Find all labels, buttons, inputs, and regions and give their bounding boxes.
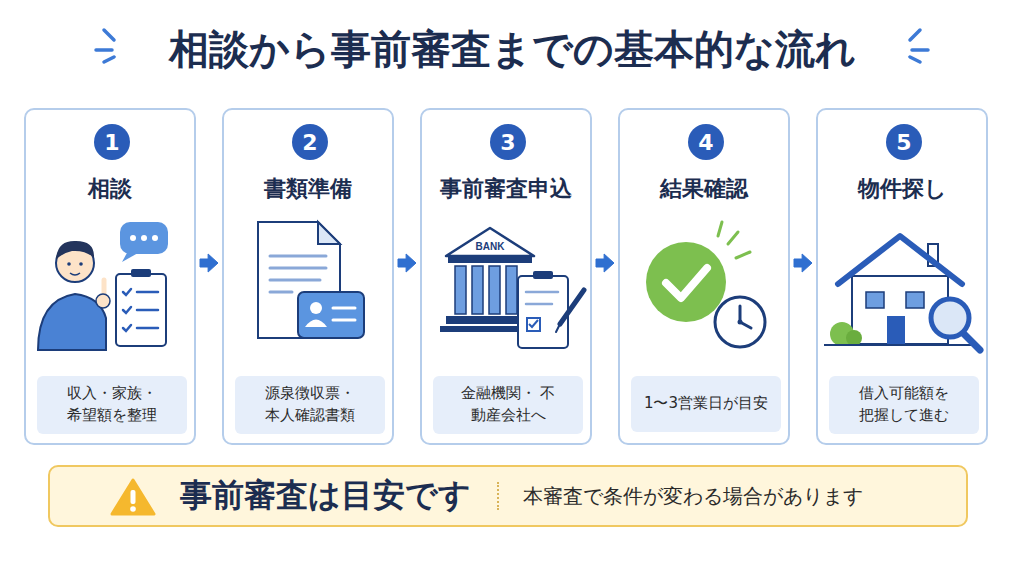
flow-arrow: [200, 254, 218, 272]
bank-sign-label: BANK: [474, 241, 506, 252]
flow-arrow: [596, 254, 614, 272]
notice-heading: 事前審査は目安です: [180, 474, 471, 518]
step-number: 4: [698, 130, 713, 155]
step-caption: 源泉徴収票・ 本人確認書類: [260, 383, 360, 427]
step-number-circle: 5: [886, 124, 922, 160]
step-card: 相談 1 収入・家族・ 希望額を整理: [24, 108, 196, 445]
step-heading: 物件探し: [818, 174, 986, 204]
step-number: 3: [500, 130, 515, 155]
consult-icon: [38, 222, 168, 350]
step-heading: 結果確認: [620, 174, 788, 204]
result-icon: [646, 222, 765, 347]
step-card: 事前審査申込 3 金融機関・ 不動産会社へ: [420, 108, 592, 445]
step-caption: 1〜3営業日が目安: [644, 393, 768, 415]
documents-icon: [258, 222, 364, 338]
flow-arrow: [794, 254, 812, 272]
step-caption-box: 源泉徴収票・ 本人確認書類: [235, 376, 385, 434]
step-number: 1: [104, 130, 119, 155]
step-number: 5: [896, 130, 911, 155]
step-caption-box: 金融機関・ 不動産会社へ: [433, 376, 583, 434]
step-heading: 相談: [26, 174, 194, 204]
step-card: 物件探し 5 借入可能額を 把握して進む: [816, 108, 988, 445]
step-caption-box: 収入・家族・ 希望額を整理: [37, 376, 187, 434]
step-card: 書類準備 2 源泉徴収票・ 本人確認書類: [222, 108, 394, 445]
flow-arrow: [398, 254, 416, 272]
step-number-circle: 3: [490, 124, 526, 160]
house-search-icon: [824, 236, 980, 350]
step-number-circle: 1: [94, 124, 130, 160]
step-heading: 事前審査申込: [422, 174, 590, 204]
title: 相談から事前審査までの基本的な流れ: [0, 22, 1024, 77]
step-card: 結果確認 4 1〜3営業日が目安: [618, 108, 790, 445]
notice-text: 本審査で条件が変わる場合があります: [497, 482, 863, 510]
step-number-circle: 2: [292, 124, 328, 160]
notice-banner: 事前審査は目安です本審査で条件が変わる場合があります: [48, 465, 968, 527]
step-caption: 借入可能額を 把握して進む: [854, 383, 954, 427]
bank-icon: [440, 228, 584, 348]
step-heading: 書類準備: [224, 174, 392, 204]
step-caption: 収入・家族・ 希望額を整理: [62, 383, 162, 427]
step-caption-box: 1〜3営業日が目安: [631, 376, 781, 432]
step-caption-box: 借入可能額を 把握して進む: [829, 376, 979, 434]
step-number: 2: [302, 130, 317, 155]
warning-icon: [110, 477, 156, 517]
step-number-circle: 4: [688, 124, 724, 160]
step-caption: 金融機関・ 不動産会社へ: [458, 383, 558, 427]
